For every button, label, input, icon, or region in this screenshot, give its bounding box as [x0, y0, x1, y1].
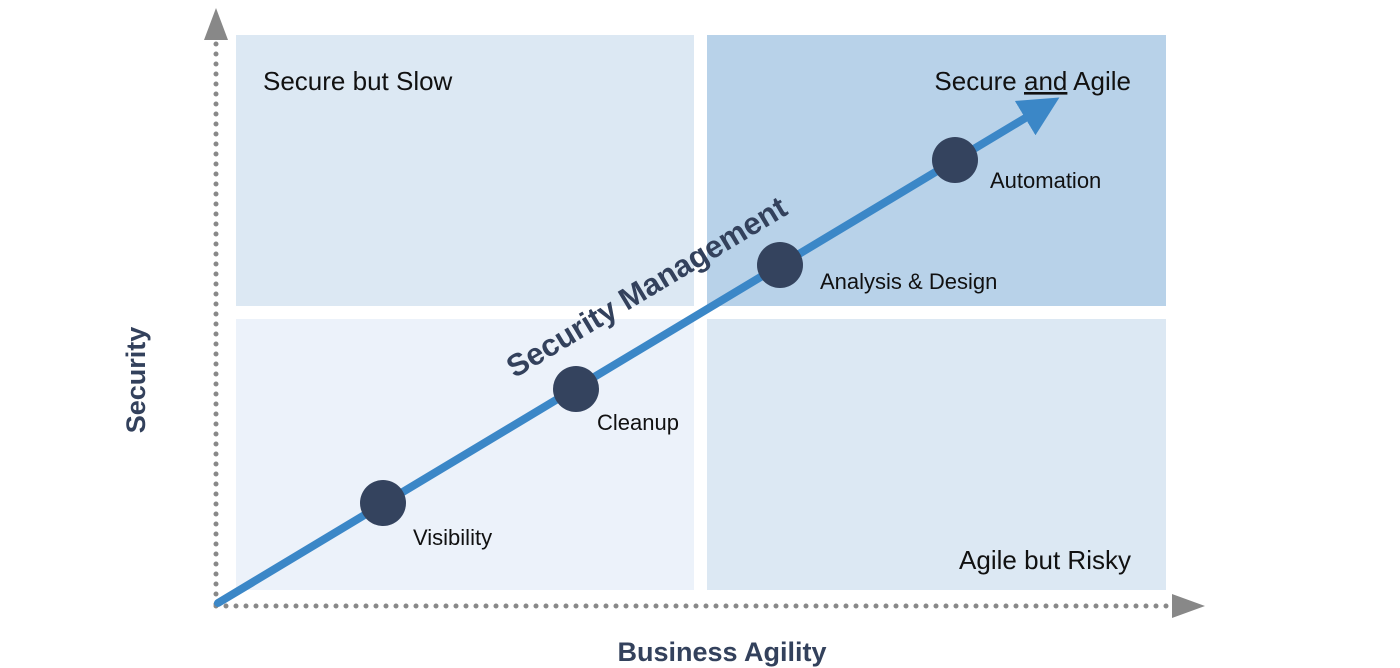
- quadrant-bottom-right: [707, 319, 1166, 590]
- quadrant-label-secure-and-agile: Secure and Agile: [934, 66, 1131, 96]
- x-axis-arrowhead: [1172, 594, 1205, 618]
- milestone-marker: [757, 242, 803, 288]
- security-management-arrow: [214, 97, 1060, 607]
- quadrant-top-left: [236, 35, 694, 306]
- milestone-label: Visibility: [413, 525, 492, 550]
- quadrant-label-agile-but-risky: Agile but Risky: [959, 545, 1131, 575]
- milestone-marker: [553, 366, 599, 412]
- emphasis-and: and: [1024, 66, 1067, 96]
- milestone-label: Cleanup: [597, 410, 679, 435]
- milestone-marker: [360, 480, 406, 526]
- y-axis-label: Security: [121, 327, 151, 434]
- quadrant-label-secure-but-slow: Secure but Slow: [263, 66, 453, 96]
- milestone-cleanup: Cleanup: [553, 366, 679, 435]
- x-axis-label: Business Agility: [617, 637, 826, 667]
- milestone-visibility: Visibility: [360, 480, 492, 550]
- milestone-label: Automation: [990, 168, 1101, 193]
- milestone-analysis-design: Analysis & Design: [757, 242, 997, 294]
- milestone-label: Analysis & Design: [820, 269, 997, 294]
- milestone-marker: [932, 137, 978, 183]
- milestone-automation: Automation: [932, 137, 1101, 193]
- y-axis-arrowhead: [204, 8, 228, 40]
